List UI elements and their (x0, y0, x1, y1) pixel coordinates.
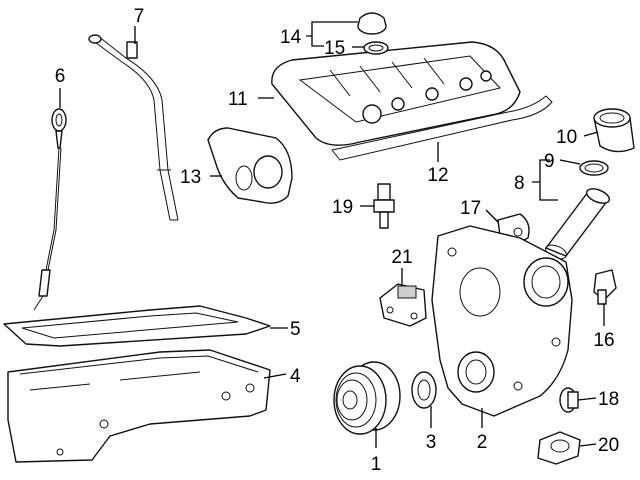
callout-19: 19 (332, 197, 353, 218)
callout-16: 16 (593, 330, 614, 351)
callout-6: 6 (55, 66, 66, 87)
callout-13: 13 (180, 167, 201, 188)
camshaft-sensor (593, 269, 617, 305)
callout-9: 9 (544, 151, 555, 172)
callout-2: 2 (477, 432, 488, 453)
oil-filter-element (545, 188, 611, 260)
leader-9 (559, 159, 581, 165)
callout-labels: 1 2 3 4 5 6 7 8 9 10 11 12 13 14 15 16 1… (55, 6, 619, 475)
callout-11: 11 (228, 89, 248, 110)
callout-17: 17 (460, 198, 481, 219)
callout-15: 15 (324, 38, 345, 59)
callout-5: 5 (290, 319, 301, 340)
valve-cover (271, 41, 521, 146)
callout-10: 10 (556, 127, 577, 148)
callout-21: 21 (391, 247, 412, 268)
callout-7: 7 (134, 6, 145, 27)
callout-1: 1 (371, 454, 382, 475)
dipstick (33, 108, 67, 311)
cover-plate (207, 127, 293, 204)
oil-pan (7, 349, 271, 463)
leader-4 (263, 373, 287, 379)
callout-12: 12 (427, 165, 448, 186)
callout-18: 18 (598, 389, 619, 410)
filler-cap-seal (363, 41, 389, 55)
leader-lines (59, 21, 605, 448)
leader-17 (485, 209, 499, 223)
valve-cover-gasket (331, 95, 553, 161)
oil-filler-cap (357, 12, 387, 35)
oil-pan-gasket (3, 305, 271, 347)
callout-8: 8 (514, 173, 525, 194)
temperature-sensor (373, 183, 395, 229)
callout-4: 4 (290, 366, 301, 387)
crankshaft-pulley (333, 361, 401, 435)
leader-18 (577, 397, 597, 401)
leader-10 (583, 131, 599, 137)
dipstick-tube (88, 34, 179, 221)
callout-14: 14 (280, 27, 302, 48)
callout-20: 20 (598, 435, 619, 456)
front-seal (411, 371, 437, 409)
filter-cap-seal (579, 160, 609, 176)
oil-filter-cap (593, 108, 635, 153)
timing-cover (431, 225, 573, 417)
leader-8 (532, 159, 558, 201)
water-outlet (537, 431, 581, 465)
leader-14 (306, 21, 358, 47)
engine-mount-bracket (379, 283, 427, 327)
oil-pressure-switch (559, 387, 579, 413)
callout-3: 3 (426, 432, 437, 453)
leader-20 (579, 443, 597, 447)
